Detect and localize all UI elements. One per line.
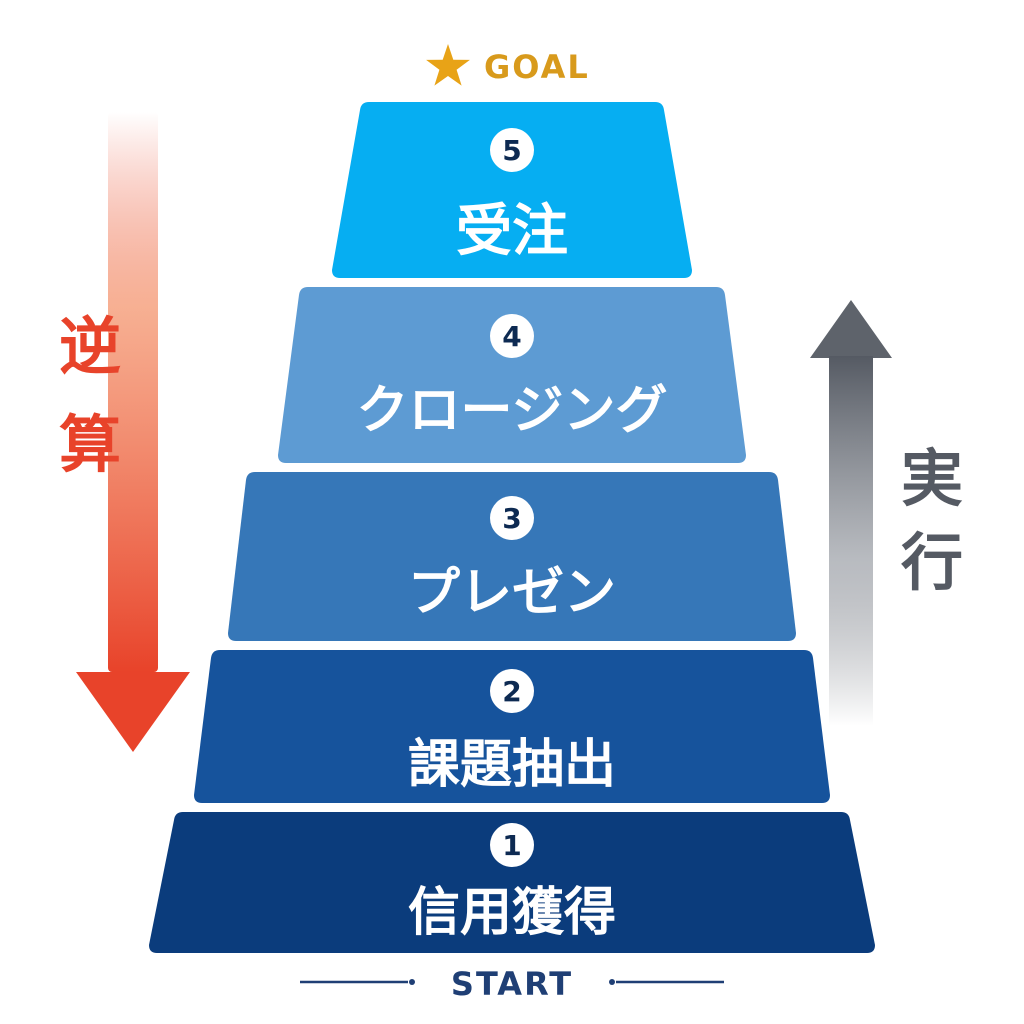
execute-label-char-2: 行 — [901, 526, 963, 599]
arrow-down-icon — [76, 672, 190, 752]
step-number-badge — [490, 823, 534, 867]
pyramid-step-block — [228, 472, 796, 641]
reverse-arrow: 逆 算 — [59, 112, 190, 752]
goal-header: GOAL — [426, 44, 590, 86]
execute-label-char-1: 実 — [901, 442, 963, 515]
step-label: 受注 — [456, 199, 568, 264]
execute-arrow-shaft — [829, 356, 873, 726]
step-number-badge — [490, 128, 534, 172]
pyramid-step-3: 3 プレゼン — [228, 472, 796, 641]
step-number-badge — [490, 669, 534, 713]
goal-label: GOAL — [484, 48, 590, 86]
reverse-label-char-2: 算 — [59, 408, 121, 481]
step-label: 課題抽出 — [408, 735, 616, 795]
step-label: クロージング — [357, 381, 668, 441]
execute-arrow: 実 行 — [810, 300, 963, 726]
start-divider-dot-left — [409, 979, 415, 985]
step-number: 3 — [502, 502, 521, 535]
start-footer: START — [300, 965, 724, 1003]
pyramid-step-4: 4 クロージング — [278, 287, 746, 463]
step-number: 4 — [502, 320, 521, 353]
star-icon — [426, 44, 470, 86]
reverse-label-char-1: 逆 — [59, 310, 121, 383]
pyramid-step-block — [332, 102, 692, 278]
start-divider-dot-right — [609, 979, 615, 985]
step-label: プレゼン — [408, 563, 616, 623]
reverse-arrow-shaft — [108, 112, 158, 672]
step-label: 信用獲得 — [408, 883, 616, 943]
pyramid-step-2: 2 課題抽出 — [194, 650, 830, 803]
arrow-up-icon — [810, 300, 892, 358]
pyramid-step-block — [149, 812, 875, 953]
start-label: START — [451, 965, 573, 1003]
step-number-badge — [490, 314, 534, 358]
pyramid-steps: 5 受注 4 クロージング 3 プレゼン 2 課題抽出 1 信用獲得 — [149, 102, 875, 953]
step-number: 2 — [502, 675, 521, 708]
step-number: 1 — [502, 829, 521, 862]
step-number-badge — [490, 496, 534, 540]
pyramid-step-block — [194, 650, 830, 803]
step-number: 5 — [502, 134, 521, 167]
pyramid-step-1: 1 信用獲得 — [149, 812, 875, 953]
pyramid-step-5: 5 受注 — [332, 102, 692, 278]
pyramid-step-block — [278, 287, 746, 463]
